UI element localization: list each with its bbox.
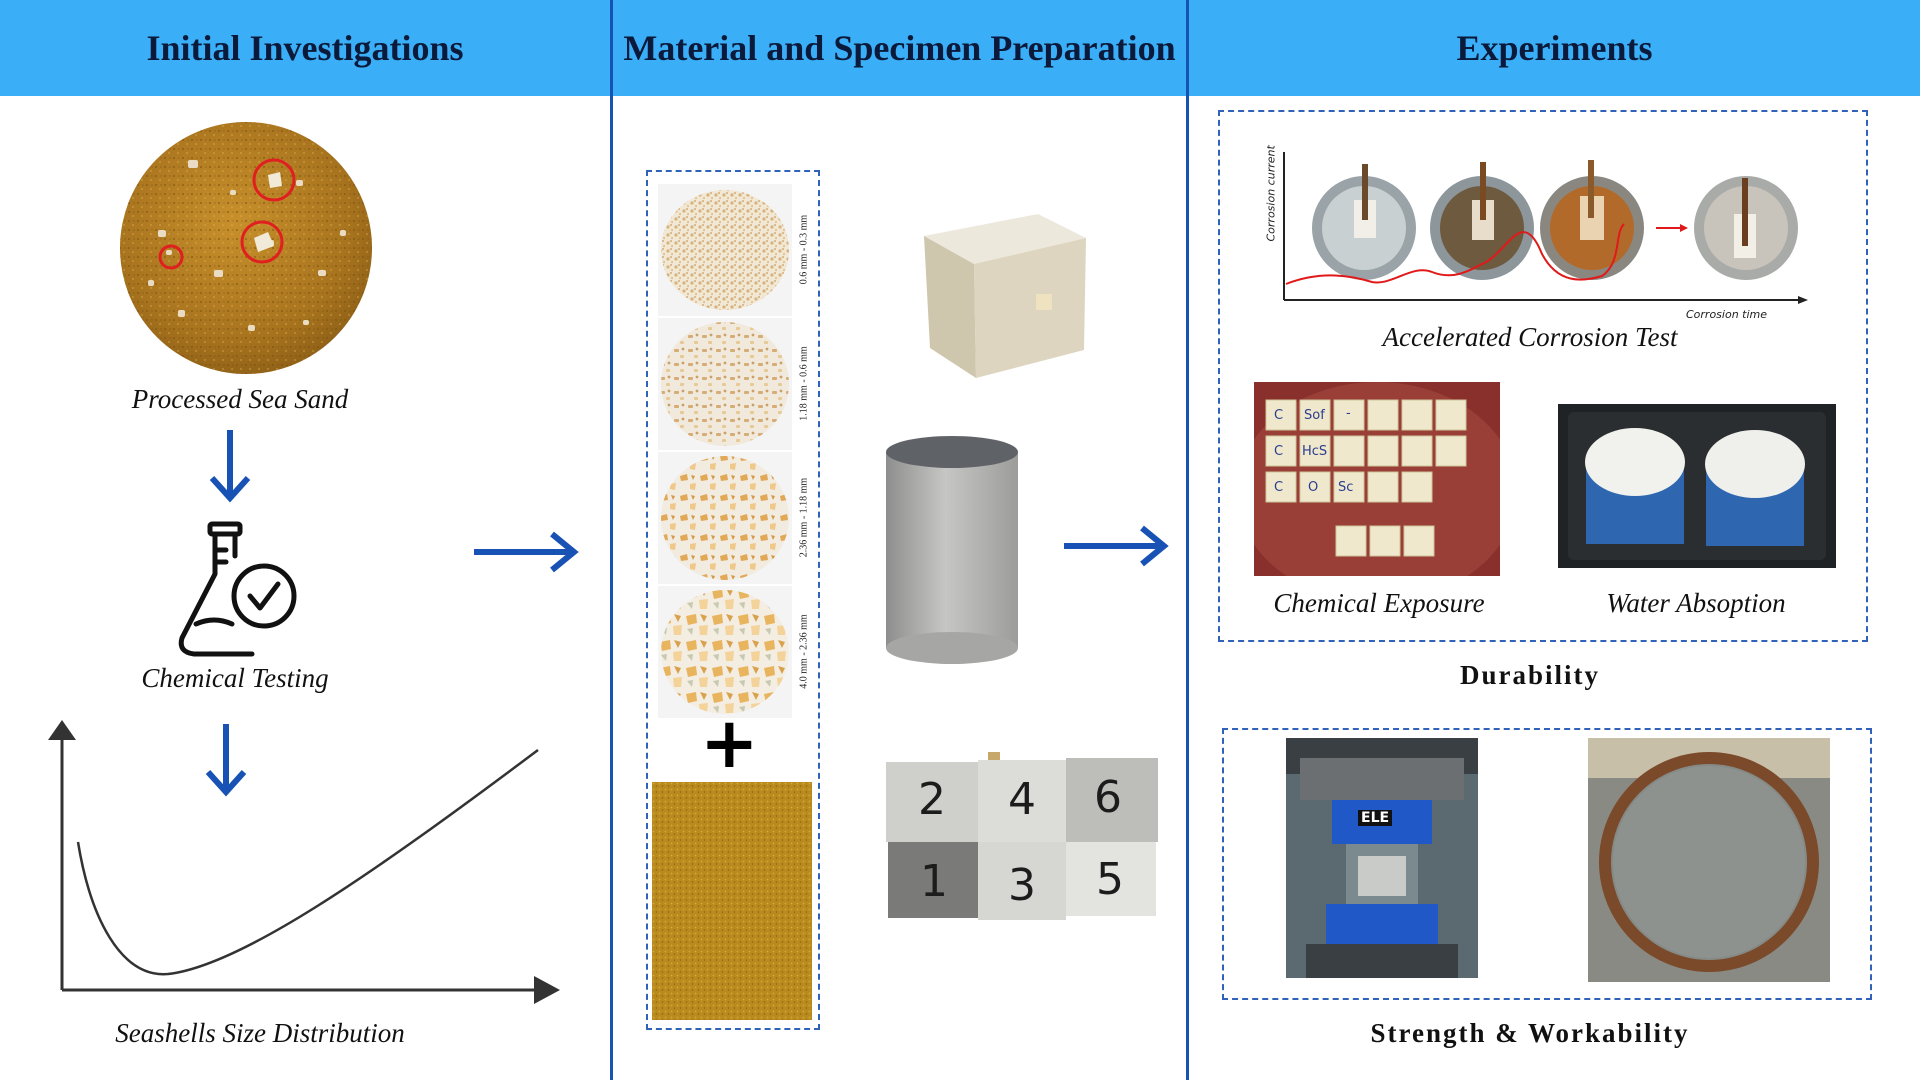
concrete-cube-specimen xyxy=(924,214,1086,378)
chem-tile-label: HcS xyxy=(1302,444,1328,459)
corrosion-x-axis-title: Corrosion time xyxy=(1686,308,1768,321)
compression-machine-photo: ELE xyxy=(1286,738,1478,978)
sieve-label-medium: 1.18 mm - 0.6 mm xyxy=(798,346,810,421)
strength-workability-label: Strength & Workability xyxy=(1370,1018,1690,1048)
cube-number: 5 xyxy=(1096,854,1124,905)
plus-symbol: + xyxy=(700,702,759,784)
size-distribution-caption: Seashells Size Distribution xyxy=(115,1018,405,1048)
down-arrow-icon xyxy=(209,430,251,503)
chem-tile-label: C xyxy=(1274,480,1284,495)
water-absorption-caption: Water Absoption xyxy=(1606,588,1786,618)
header-material-preparation: Material and Specimen Preparation xyxy=(613,0,1186,96)
cube-number: 6 xyxy=(1094,772,1122,823)
column-divider-left xyxy=(610,0,613,1080)
column-divider-right xyxy=(1186,0,1189,1080)
corrosion-y-axis-title: Corrosion current xyxy=(1264,145,1278,242)
chemical-testing-caption: Chemical Testing xyxy=(141,663,329,693)
durability-label: Durability xyxy=(1459,660,1600,690)
seashell-fraction-fine xyxy=(658,184,792,316)
size-distribution-curve xyxy=(48,720,560,1004)
sea-sand-photo xyxy=(120,122,372,374)
processed-sea-sand-caption: Processed Sea Sand xyxy=(131,384,349,414)
sea-sand-sample xyxy=(652,782,812,1020)
right-arrow-icon-2 xyxy=(1064,525,1169,567)
chem-tile-label: C xyxy=(1274,408,1284,423)
cube-number: 4 xyxy=(1008,774,1036,825)
machine-brand-label: ELE xyxy=(1358,810,1393,826)
cube-number: 3 xyxy=(1008,860,1036,911)
down-arrow-icon-2 xyxy=(205,724,247,797)
slump-flow-photo xyxy=(1588,738,1830,982)
sieve-label-fine: 0.6 mm - 0.3 mm xyxy=(798,214,810,285)
header-material-label: Material and Specimen Preparation xyxy=(623,28,1176,68)
seashell-fraction-medium xyxy=(658,318,792,450)
flask-check-icon xyxy=(178,521,297,657)
header-initial-label: Initial Investigations xyxy=(146,28,464,68)
chem-tile-label: Sof xyxy=(1304,408,1325,423)
accelerated-corrosion-caption: Accelerated Corrosion Test xyxy=(1382,322,1678,352)
chem-tile-label: O xyxy=(1308,480,1319,495)
durability-panel xyxy=(1218,110,1868,642)
cube-number: 1 xyxy=(920,856,948,907)
header-experiments: Experiments xyxy=(1189,0,1920,96)
chemical-exposure-photo: C Sof - C HcS C O Sc xyxy=(1254,382,1500,576)
header-experiments-label: Experiments xyxy=(1456,28,1653,68)
chem-tile-label: - xyxy=(1346,406,1351,421)
aggregate-gradation-panel xyxy=(646,170,820,1030)
concrete-cylinder-specimen xyxy=(886,436,1018,664)
chemical-exposure-caption: Chemical Exposure xyxy=(1273,588,1485,618)
right-arrow-icon xyxy=(474,531,579,573)
seashell-fraction-largest xyxy=(658,586,792,718)
water-absorption-photo xyxy=(1558,404,1836,568)
numbered-cube-specimens: 2 4 6 1 3 5 xyxy=(884,752,1160,922)
sieve-label-largest: 4.0 mm - 2.36 mm xyxy=(798,614,810,689)
sieve-label-coarse: 2.36 mm - 1.18 mm xyxy=(798,477,810,558)
strength-workability-panel xyxy=(1222,728,1872,1000)
cube-number: 2 xyxy=(918,774,946,825)
chem-tile-label: C xyxy=(1274,444,1284,459)
seashell-fraction-coarse xyxy=(658,452,792,584)
header-initial-investigations: Initial Investigations xyxy=(0,0,610,96)
corrosion-test-graphic xyxy=(1283,152,1808,304)
chem-tile-label: Sc xyxy=(1338,480,1354,495)
